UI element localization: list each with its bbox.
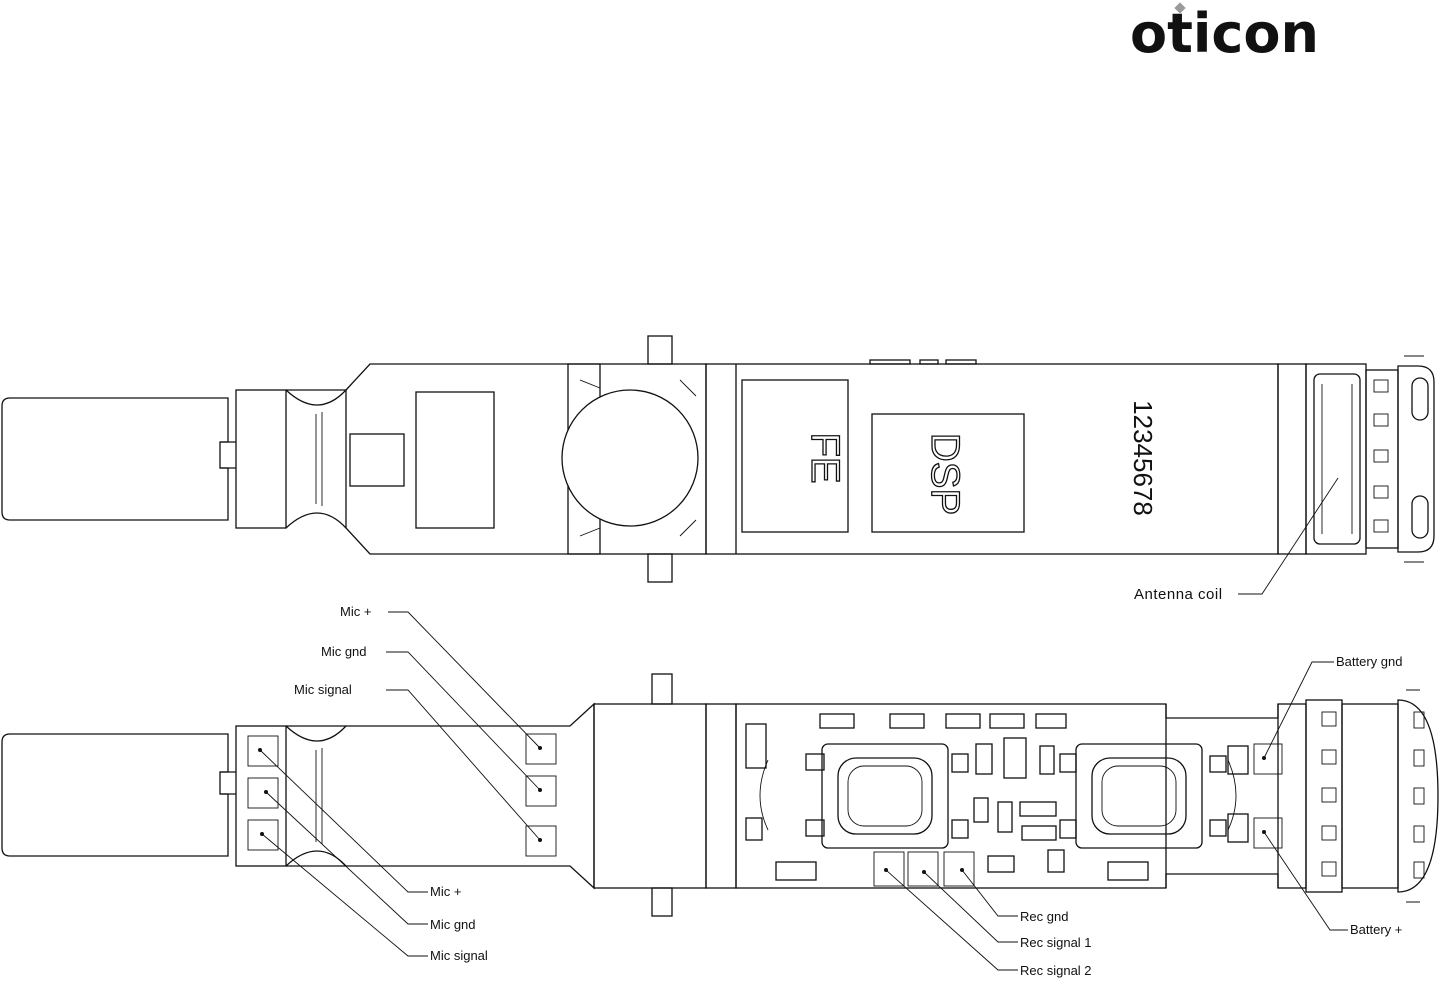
top-view: FE DSP 12345678 Antenna coil [2, 336, 1434, 603]
fe-chip-label: FE [803, 432, 847, 483]
receiver-2 [1076, 744, 1202, 848]
label-battery-gnd: Battery gnd [1336, 654, 1403, 669]
label-battery-plus: Battery + [1350, 922, 1402, 937]
receiver-1 [822, 744, 948, 848]
serial-number: 12345678 [1128, 400, 1158, 516]
label-mic-plus-bottom: Mic + [430, 884, 461, 899]
label-rec-signal-1: Rec signal 1 [1020, 935, 1092, 950]
oticon-logo: oticon [1130, 2, 1319, 65]
label-mic-plus-top: Mic + [340, 604, 371, 619]
antenna-coil-label: Antenna coil [1134, 586, 1223, 603]
antenna-coil [1314, 374, 1360, 544]
pad-mic-plus-left [248, 736, 278, 766]
logo-text: oticon [1130, 2, 1319, 65]
label-mic-signal-bottom: Mic signal [430, 948, 488, 963]
pad-rec-signal-2 [874, 852, 904, 886]
label-rec-signal-2: Rec signal 2 [1020, 963, 1092, 978]
label-mic-gnd-bottom: Mic gnd [430, 917, 476, 932]
pad-mic-gnd-left [248, 778, 278, 808]
label-rec-gnd: Rec gnd [1020, 909, 1068, 924]
pad-rec-gnd [944, 852, 974, 886]
label-mic-gnd-top: Mic gnd [321, 644, 367, 659]
dsp-chip-label: DSP [923, 433, 967, 515]
bottom-view: Mic + Mic gnd Mic signal Mic + Mic gnd M… [2, 604, 1438, 978]
label-mic-signal-top: Mic signal [294, 682, 352, 697]
